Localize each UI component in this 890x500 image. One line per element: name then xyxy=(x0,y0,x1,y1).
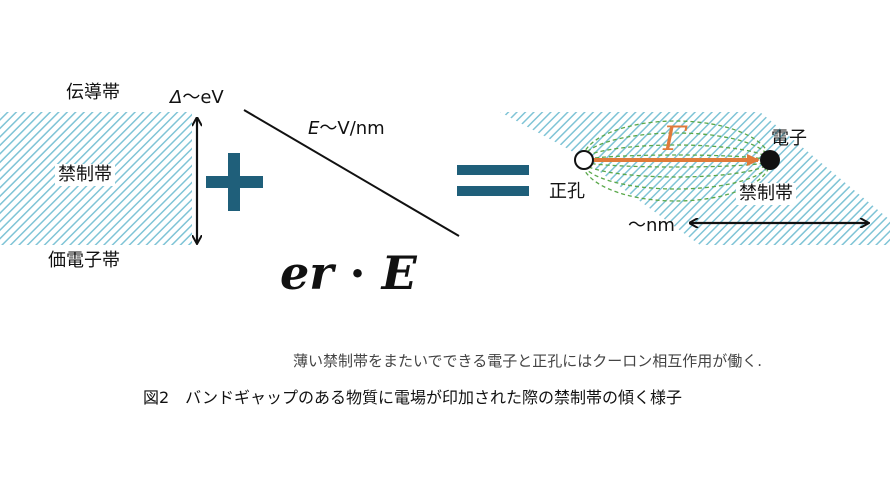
term-field: E xyxy=(381,246,417,300)
tilted-band-gap-region xyxy=(500,112,890,245)
electron-label: 電子 xyxy=(771,128,807,149)
distance-label: 〜nm xyxy=(628,215,675,236)
figure-caption: 図2 バンドギャップのある物質に電場が印加された際の禁制帯の傾く様子 xyxy=(143,388,682,407)
band-gap-label-right: 禁制帯 xyxy=(736,183,796,205)
delta-symbol: Δ xyxy=(170,87,183,108)
field-strength-label: E〜V/nm xyxy=(308,120,385,138)
hole-marker xyxy=(574,150,594,170)
equals-operator xyxy=(457,165,529,196)
field-value: 〜V/nm xyxy=(319,118,385,139)
conduction-band-label: 伝導帯 xyxy=(66,82,120,103)
term-charge: er xyxy=(280,246,334,300)
term-dot: · xyxy=(349,246,366,300)
electron-marker xyxy=(760,150,780,170)
gap-energy-label: Δ〜eV xyxy=(170,89,224,107)
plus-operator xyxy=(206,153,263,211)
hole-label: 正孔 xyxy=(546,181,588,203)
field-symbol: E xyxy=(308,118,320,139)
field-potential-line xyxy=(243,109,460,237)
current-symbol: Γ xyxy=(663,119,687,159)
subcaption: 薄い禁制帯をまたいでできる電子と正孔にはクーロン相互作用が働く. xyxy=(293,352,763,370)
band-gap-label-left: 禁制帯 xyxy=(55,164,115,186)
valence-band-label: 価電子帯 xyxy=(48,250,120,271)
gap-energy-value: 〜eV xyxy=(182,87,224,108)
potential-energy-term: er · E xyxy=(280,250,417,296)
